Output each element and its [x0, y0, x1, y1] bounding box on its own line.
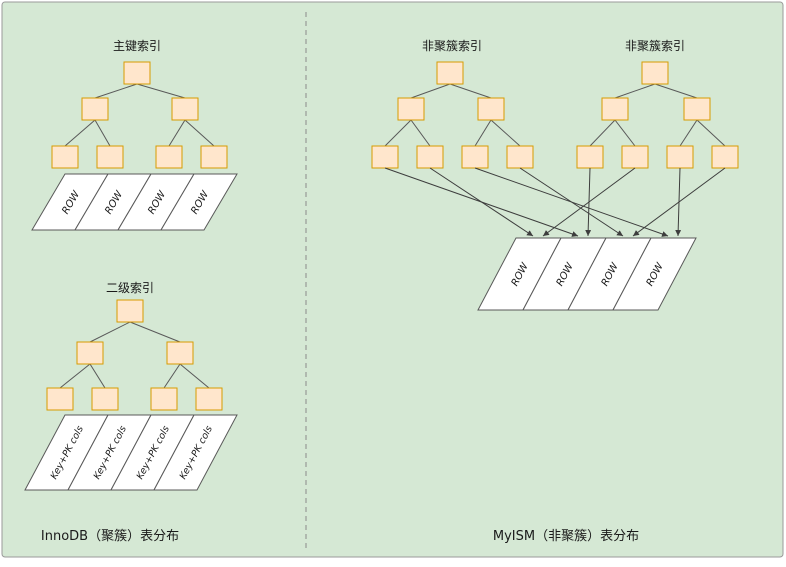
tree-node-leaf	[46, 387, 74, 411]
arrow	[519, 167, 624, 237]
shared-row-strip: ROW ROW ROW ROW	[477, 237, 697, 311]
tree-node-leaf	[91, 387, 119, 411]
secondary-key-strip: Key+PK cols Key+PK cols Key+PK cols Key+…	[24, 414, 238, 491]
primary-index-tree	[51, 61, 228, 169]
secondary-index-tree	[46, 299, 223, 411]
connector	[589, 119, 616, 147]
tree-node-leaf	[155, 145, 183, 169]
left-caption: InnoDB（聚簇）表分布	[41, 529, 179, 544]
tree-node-leaf	[195, 387, 223, 411]
tree-node	[397, 97, 425, 121]
tree-node-leaf	[621, 145, 649, 169]
connector	[679, 119, 698, 147]
connector	[59, 363, 91, 389]
connector	[94, 119, 111, 147]
key-cell	[153, 414, 238, 491]
connector	[64, 119, 96, 147]
connector	[474, 119, 492, 147]
connector	[89, 321, 131, 343]
tree-node-leaf	[51, 145, 79, 169]
row-cell	[160, 173, 238, 231]
connector	[129, 321, 181, 343]
connector	[654, 83, 698, 99]
connector	[614, 119, 636, 147]
connector	[614, 83, 656, 99]
nonclustered-index-tree-2	[576, 61, 739, 169]
tree-node-leaf	[96, 145, 124, 169]
tree-node-leaf	[666, 145, 694, 169]
tree-node	[76, 341, 104, 365]
nonclustered-index-title-1: 非聚簇索引	[422, 38, 482, 53]
right-caption: MyISM（非聚簇）表分布	[493, 529, 639, 544]
connector	[696, 119, 726, 147]
connector	[410, 119, 431, 147]
tree-node-leaf	[576, 145, 604, 169]
nonclustered-index-tree-1	[371, 61, 534, 169]
tree-node	[171, 97, 199, 121]
connector	[184, 119, 215, 147]
tree-node-leaf	[150, 387, 178, 411]
tree-node	[166, 341, 194, 365]
connector	[89, 363, 106, 389]
tree-node	[477, 97, 505, 121]
row-cell	[612, 237, 697, 311]
tree-node	[81, 97, 109, 121]
connector	[384, 119, 412, 147]
tree-node-leaf	[200, 145, 228, 169]
arrow	[542, 167, 636, 237]
secondary-index-title: 二级索引	[106, 281, 154, 295]
connector	[179, 363, 210, 389]
tree-node-root	[116, 299, 144, 323]
connector	[490, 119, 521, 147]
tree-node-leaf	[461, 145, 489, 169]
leaf-to-row-arrows	[384, 167, 726, 237]
primary-index-title: 主键索引	[113, 39, 161, 53]
connector	[136, 83, 186, 99]
nonclustered-index-title-2: 非聚簇索引	[625, 38, 685, 53]
connector	[163, 363, 181, 389]
connector	[168, 119, 186, 147]
tree-node-leaf	[506, 145, 534, 169]
tree-node	[683, 97, 711, 121]
primary-row-strip: ROW ROW ROW ROW	[31, 173, 238, 231]
tree-node-leaf	[371, 145, 399, 169]
tree-node-leaf	[416, 145, 444, 169]
tree-node-root	[436, 61, 464, 85]
connector	[94, 83, 138, 99]
connector	[449, 83, 492, 99]
tree-node-root	[641, 61, 669, 85]
connector	[410, 83, 451, 99]
arrow	[632, 167, 726, 237]
tree-node	[601, 97, 629, 121]
tree-node-leaf	[711, 145, 739, 169]
tree-node-root	[123, 61, 151, 85]
arrow	[429, 167, 534, 237]
